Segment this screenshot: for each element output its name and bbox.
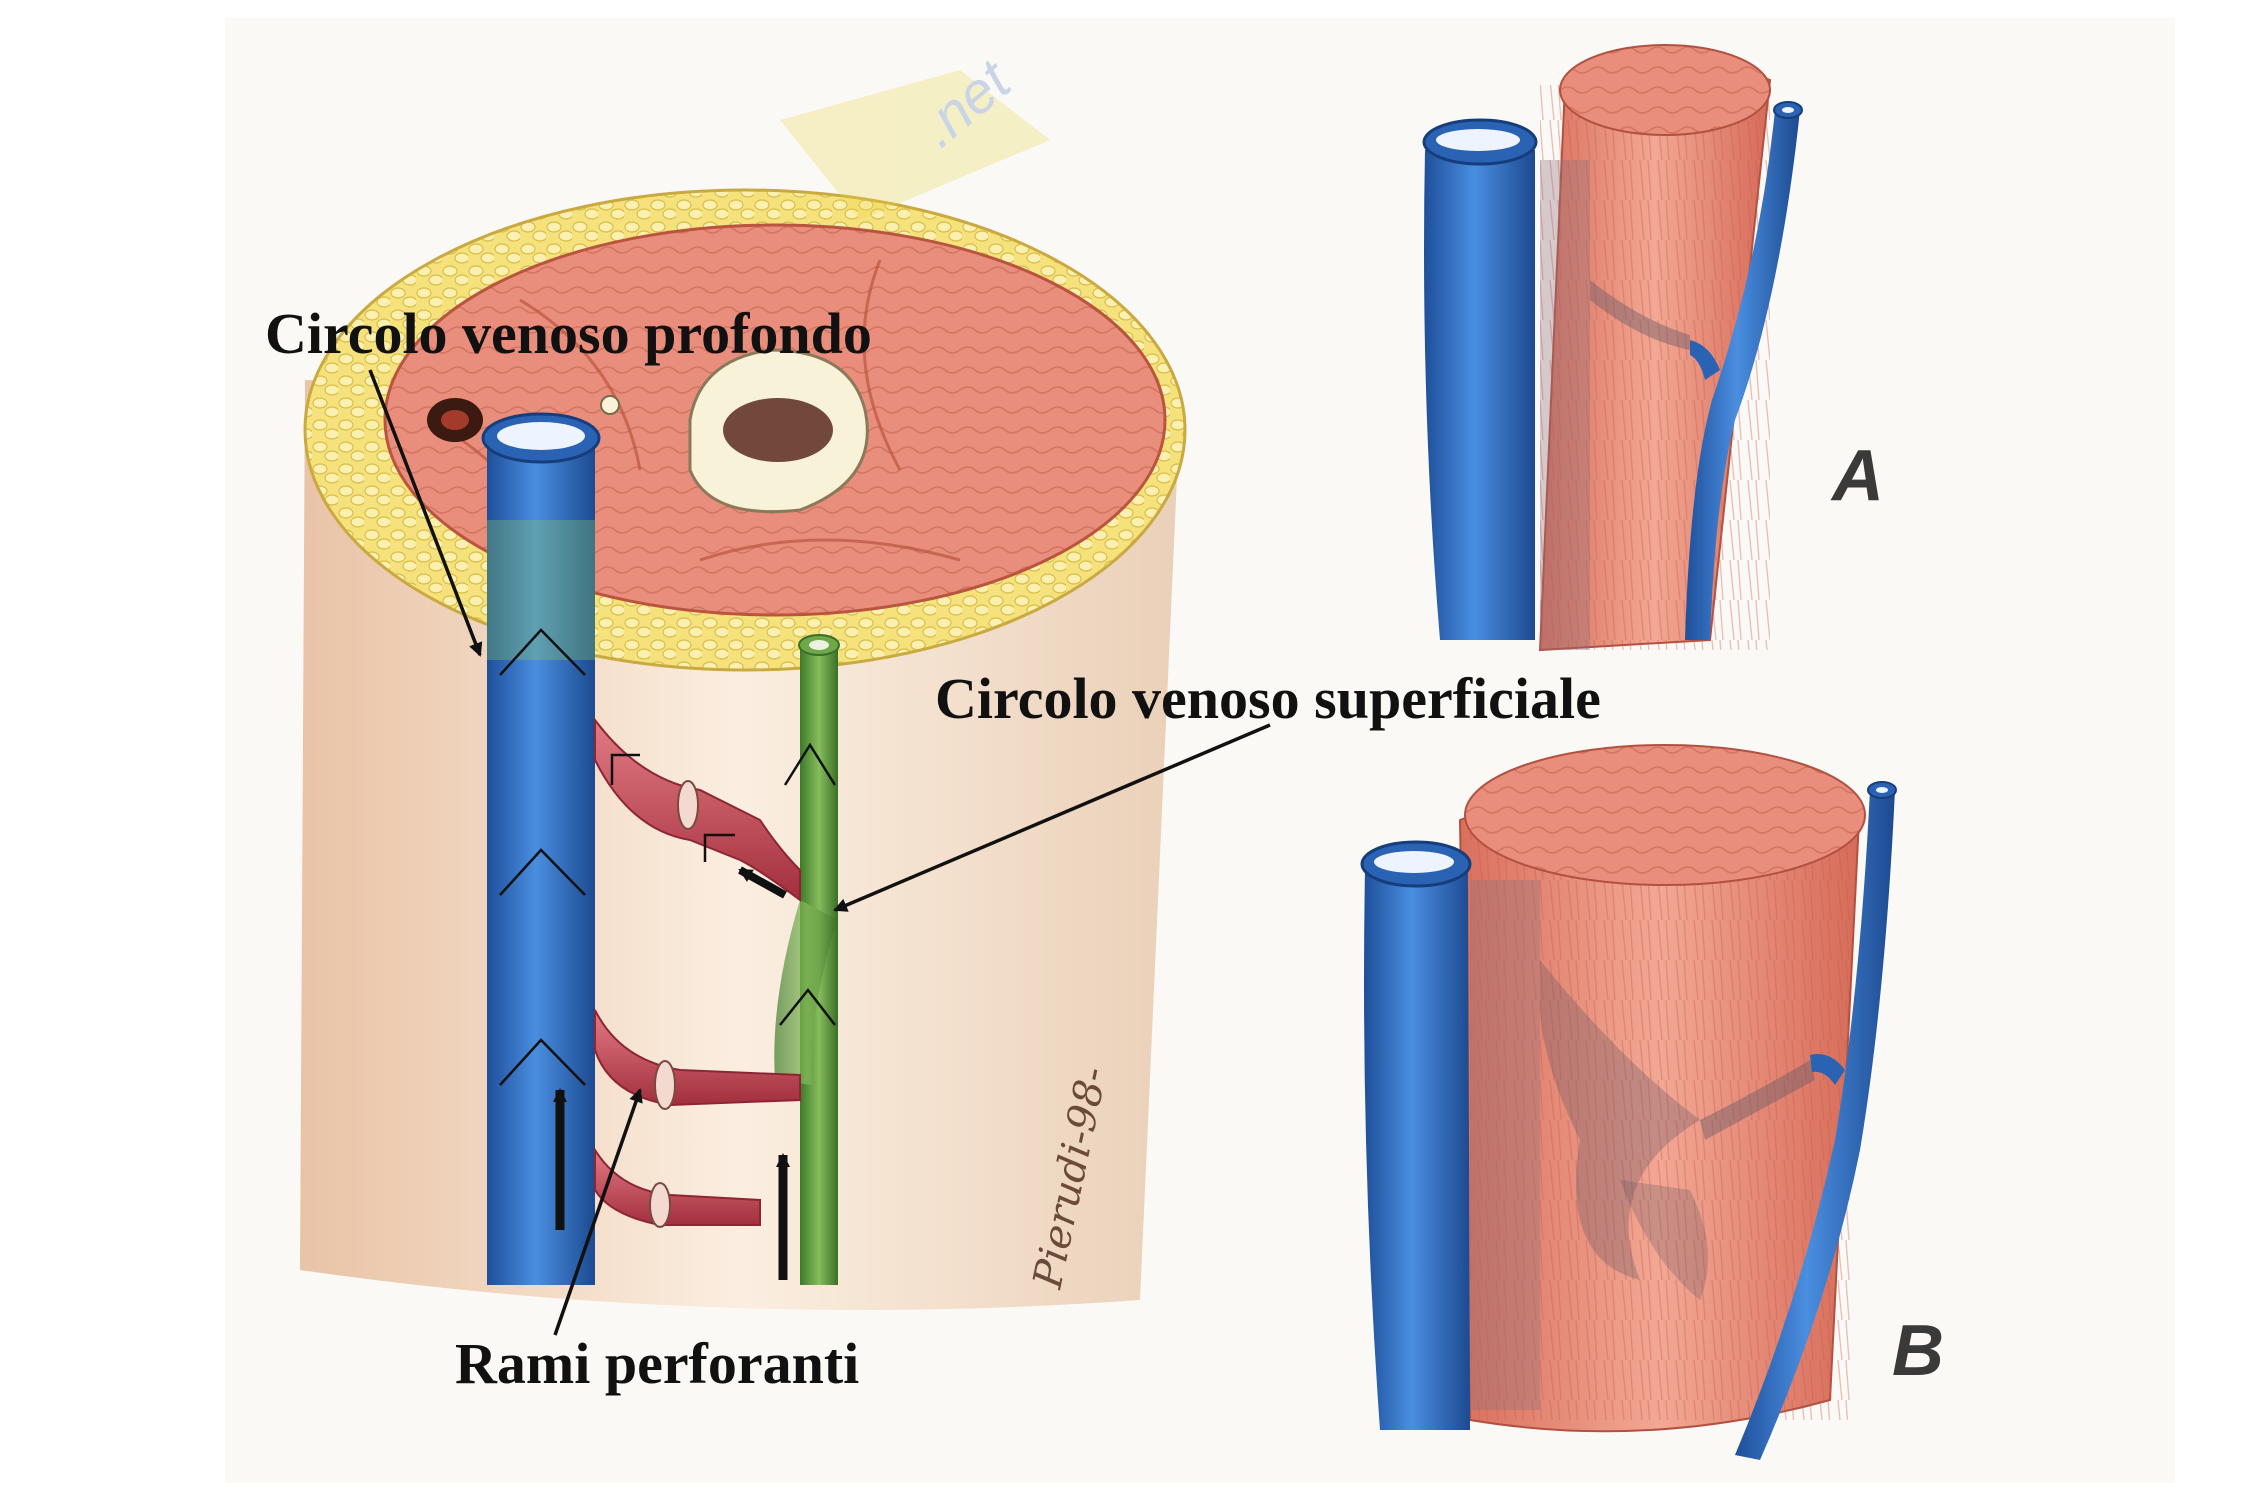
panel-a-deep-vein — [1424, 150, 1535, 640]
label-superficial-venous-circulation: Circolo venoso superficiale — [935, 670, 1601, 728]
panel-a-letter: A — [1830, 436, 1884, 516]
label-perforating-branches: Rami perforanti — [455, 1335, 859, 1393]
panel-b-illustration — [1362, 745, 1896, 1460]
panel-b-deep-vein — [1364, 870, 1470, 1430]
panel-a-illustration — [1424, 45, 1802, 650]
label-deep-venous-circulation: Circolo venoso profondo — [265, 305, 872, 363]
panel-b-letter: B — [1892, 1311, 1944, 1391]
bone-marrow — [723, 398, 833, 462]
